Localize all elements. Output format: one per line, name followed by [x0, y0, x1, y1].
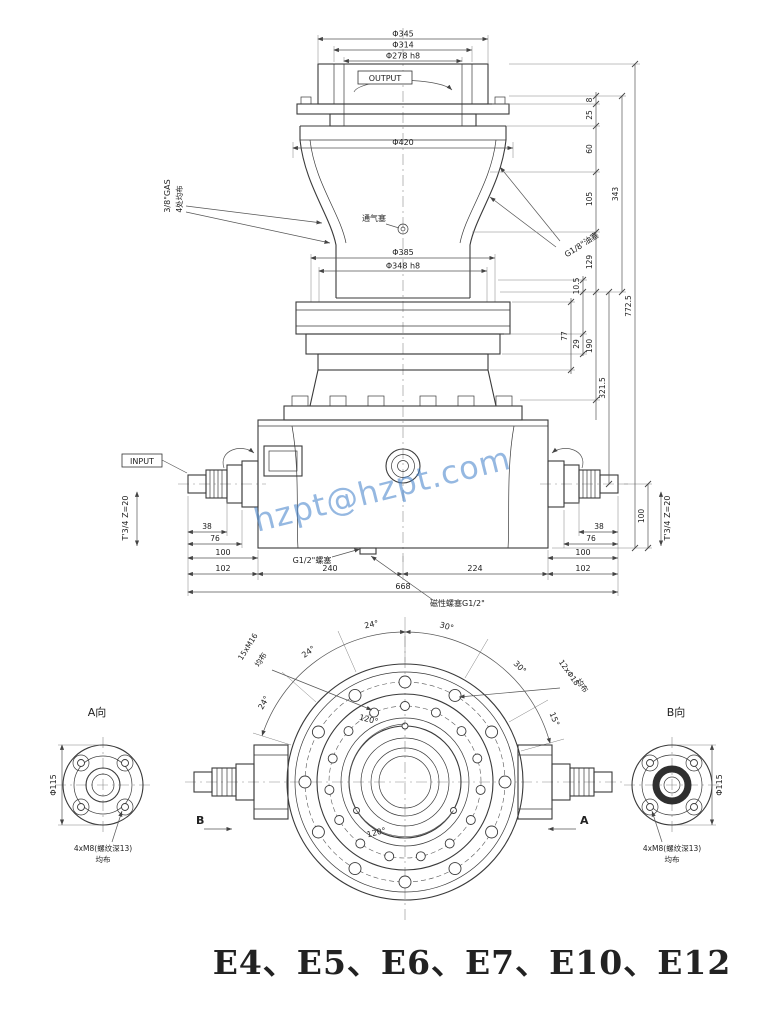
dim-668: 668 [395, 582, 410, 591]
breather-plug-icon [397, 223, 409, 235]
plan-shaft-right [517, 744, 613, 820]
angle-24-2: 24° [300, 644, 317, 660]
angle-30-2: 30° [512, 659, 528, 675]
view-b-note-sub: 均布 [665, 854, 680, 864]
magnetic-plug-label: 磁性螺塞G1/2" [430, 598, 485, 608]
view-b-dia: Φ115 [715, 774, 724, 796]
rotation-arrow-right [551, 447, 584, 469]
angle-15: 15° [547, 711, 561, 728]
dim-100-left: 100 [215, 548, 230, 557]
dim-77: 77 [560, 331, 569, 341]
dim-38-right: 38 [594, 522, 604, 531]
dim-10-5: 10.5 [572, 277, 581, 294]
output-label: OUTPUT [369, 74, 402, 83]
bottom-view: 120° 120° 24° 24° 24° 30° 30° 15° 15xM16… [185, 617, 625, 924]
callout-m16-sub: 均布 [252, 650, 269, 668]
view-a-note-sub: 均布 [96, 854, 111, 864]
dim-38-left: 38 [202, 522, 212, 531]
dim-190: 190 [585, 339, 594, 354]
dim-76-right: 76 [586, 534, 596, 543]
spline-spec-right: T'3/4 Z=20 [663, 496, 672, 542]
view-dir-b: B [196, 814, 204, 827]
dim-772-5: 772.5 [624, 295, 633, 317]
dim-60: 60 [585, 144, 594, 154]
view-a-dia: Φ115 [49, 774, 58, 796]
dim-phi278: Φ278 h8 [386, 52, 420, 61]
dim-phi348: Φ348 h8 [386, 262, 420, 271]
drain-plug-icon [359, 547, 377, 555]
watermark: hzpt@hzpt.com [250, 439, 515, 540]
breather-label: 通气塞 [362, 213, 386, 223]
view-a-note: 4xM8(螺纹深13) [74, 843, 132, 853]
view-a-title: A向 [88, 705, 107, 719]
dim-phi345: Φ345 [392, 30, 414, 39]
dim-105: 105 [585, 192, 594, 207]
angle-30-1: 30° [439, 620, 455, 632]
model-list: E4、E5、E6、E7、E10、E12 [213, 943, 732, 982]
rotation-arrow-left [222, 447, 255, 469]
angle-24-3: 24° [256, 694, 271, 711]
side-view-a: A向 Φ115 4xM8(螺纹深13) 均布 [49, 705, 151, 864]
oil-plug-label: G1/8"油塞 [562, 230, 600, 259]
dim-102-left: 102 [215, 564, 230, 573]
lower-housing [283, 297, 523, 421]
angle-24-1: 24° [364, 619, 380, 631]
spline-spec-left: T'3/4 Z=20 [121, 496, 130, 542]
dim-phi420: Φ420 [392, 138, 414, 147]
output-flange [296, 63, 510, 127]
view-dir-a: A [580, 814, 589, 827]
dim-129: 129 [585, 255, 594, 270]
gas-label: 3/8"GAS [163, 179, 172, 212]
dim-25: 25 [585, 110, 594, 120]
side-view-b: B向 Φ115 4xM8(螺纹深13) 均布 [624, 705, 724, 864]
gas-sub-label: 4处均布 [174, 185, 184, 213]
angle-120-lower: 120° [366, 826, 387, 839]
dim-76-left: 76 [210, 534, 220, 543]
input-label-box [121, 453, 163, 468]
plan-shaft-left [193, 744, 289, 820]
dim-100-vert: 100 [637, 509, 646, 524]
dim-240: 240 [322, 564, 337, 573]
view-b-title: B向 [667, 705, 686, 719]
dim-224: 224 [467, 564, 482, 573]
dim-8: 8 [585, 97, 594, 102]
dim-phi314: Φ314 [392, 41, 414, 50]
dim-29: 29 [572, 339, 581, 349]
input-shaft-left [178, 447, 266, 508]
output-label-box [357, 70, 413, 85]
top-dimensions: Φ345 Φ314 Φ278 h8 [317, 30, 489, 64]
bottom-dimension-chain: 38 76 38 76 100 100 102 240 224 102 668 [187, 496, 619, 596]
dim-100-right: 100 [575, 548, 590, 557]
front-view: OUTPUT Φ345 Φ314 Φ278 h8 Φ420 通气塞 [121, 28, 672, 608]
dim-343: 343 [611, 187, 620, 202]
dim-102-right: 102 [575, 564, 590, 573]
view-b-note: 4xM8(螺纹深13) [643, 843, 701, 853]
right-dimension-chain: 8 25 60 105 129 190 10.5 29 77 321.5 343… [472, 60, 652, 552]
dim-321-5: 321.5 [598, 377, 607, 399]
screw-plug-label: G1/2"螺塞 [293, 555, 332, 565]
input-label: INPUT [130, 457, 154, 466]
input-shaft-right [540, 447, 628, 508]
callout-phi18-sub: 均布 [574, 676, 591, 694]
dim-phi385: Φ385 [392, 248, 414, 257]
